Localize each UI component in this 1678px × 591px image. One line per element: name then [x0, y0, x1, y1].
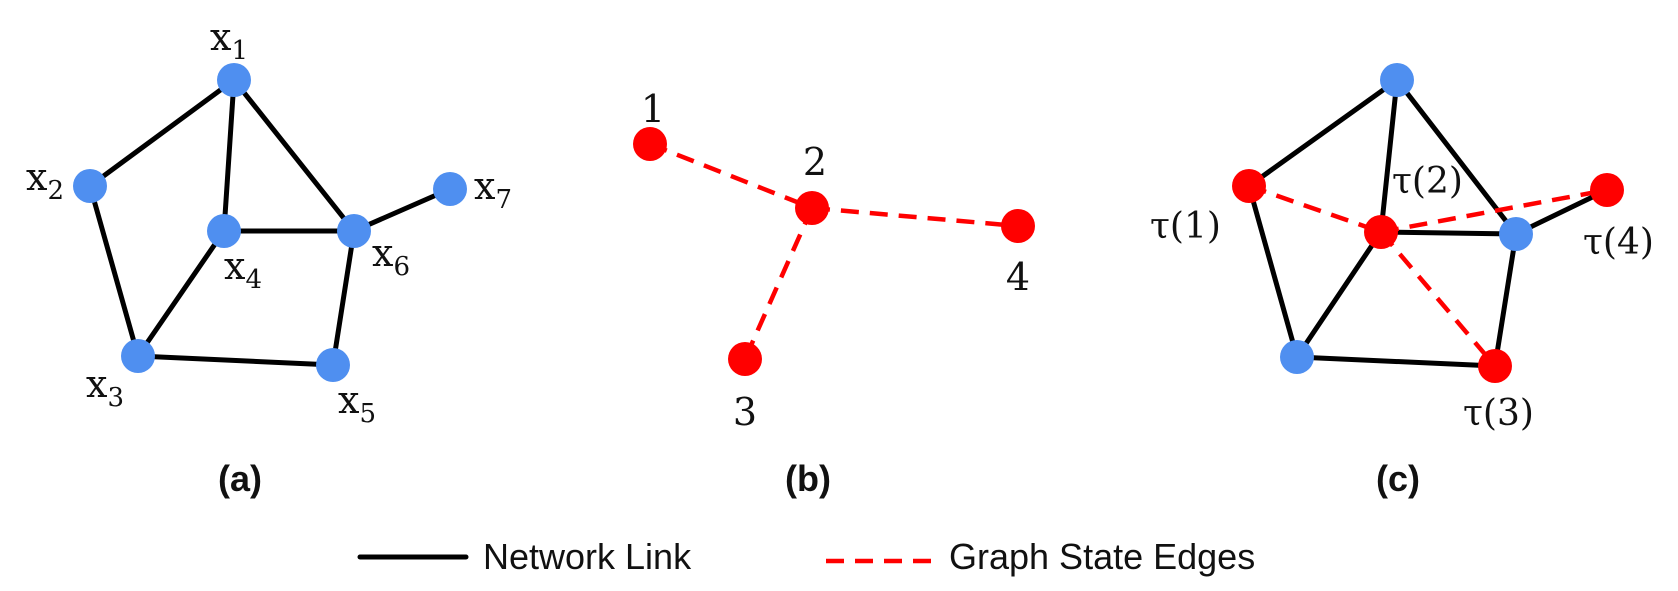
network-node-x6	[337, 214, 371, 248]
network-node-x3	[121, 339, 155, 373]
panel-caption-a: (a)	[218, 458, 262, 499]
node-label-x4: x4	[224, 244, 262, 295]
graph-state-edge	[1379, 230, 1497, 368]
network-link	[1246, 77, 1400, 189]
graph-state-edge	[1380, 187, 1608, 235]
graph-state-edge	[811, 205, 1019, 229]
panel-caption-b: (b)	[785, 458, 831, 499]
network-link	[330, 228, 357, 368]
state-node-1	[633, 127, 667, 161]
node-label-x2: x2	[26, 155, 64, 206]
network-link	[1294, 354, 1498, 369]
network-link	[87, 183, 141, 359]
state-node-tau-3	[1478, 349, 1512, 383]
panel-a: x1 x2 x3 x4 x5 x6 x7 (a)	[26, 15, 512, 499]
panel-c: τ(1) τ(2) τ(3) τ(4) (c)	[1150, 63, 1654, 499]
state-node-label-4: 4	[1006, 255, 1030, 299]
network-node-x2	[73, 169, 107, 203]
network-link	[87, 77, 237, 189]
state-node-label-3: 3	[733, 390, 757, 434]
state-node-label-tau-2: τ(2)	[1392, 161, 1463, 202]
state-node-label-tau-3: τ(3)	[1463, 393, 1534, 434]
state-node-tau-1	[1232, 169, 1266, 203]
node-label-x1: x1	[210, 15, 248, 66]
network-link	[221, 77, 237, 234]
network-link	[135, 353, 336, 368]
state-node-tau-4	[1590, 173, 1624, 207]
state-node-label-tau-4: τ(4)	[1583, 222, 1654, 263]
state-node-2	[795, 191, 829, 225]
legend: Network Link Graph State Edges	[357, 536, 1255, 577]
state-node-label-2: 2	[803, 140, 827, 184]
state-node-tau-2	[1364, 215, 1398, 249]
network-node-x1	[217, 63, 251, 97]
node-label-x5: x5	[338, 378, 376, 429]
network-node-x7	[433, 172, 467, 206]
network-node	[1499, 217, 1533, 251]
legend-graph-state-edges-label: Graph State Edges	[949, 536, 1255, 577]
state-node-3	[728, 342, 762, 376]
network-node	[1280, 340, 1314, 374]
network-link	[1492, 231, 1519, 369]
network-node-x5	[316, 348, 350, 382]
node-label-x6: x6	[372, 231, 410, 282]
network-link	[1378, 77, 1400, 235]
network-link	[231, 77, 357, 234]
panel-b: 1 2 3 4 (b)	[633, 87, 1035, 499]
network-link	[135, 228, 227, 359]
network-link	[1294, 229, 1384, 360]
node-label-x7: x7	[474, 164, 512, 215]
state-node-label-1: 1	[641, 87, 665, 131]
legend-network-link-label: Network Link	[483, 536, 692, 577]
panel-caption-c: (c)	[1376, 458, 1420, 499]
network-link	[1246, 183, 1300, 360]
network-link	[351, 186, 453, 234]
network-node-x4	[207, 214, 241, 248]
graph-state-edge	[1248, 183, 1382, 235]
graph-state-edge	[649, 141, 813, 211]
network-link	[1378, 229, 1519, 237]
state-node-4	[1001, 209, 1035, 243]
state-node-label-tau-1: τ(1)	[1150, 206, 1221, 247]
node-label-x3: x3	[86, 362, 124, 413]
graph-state-edge	[742, 207, 815, 360]
network-node	[1380, 63, 1414, 97]
